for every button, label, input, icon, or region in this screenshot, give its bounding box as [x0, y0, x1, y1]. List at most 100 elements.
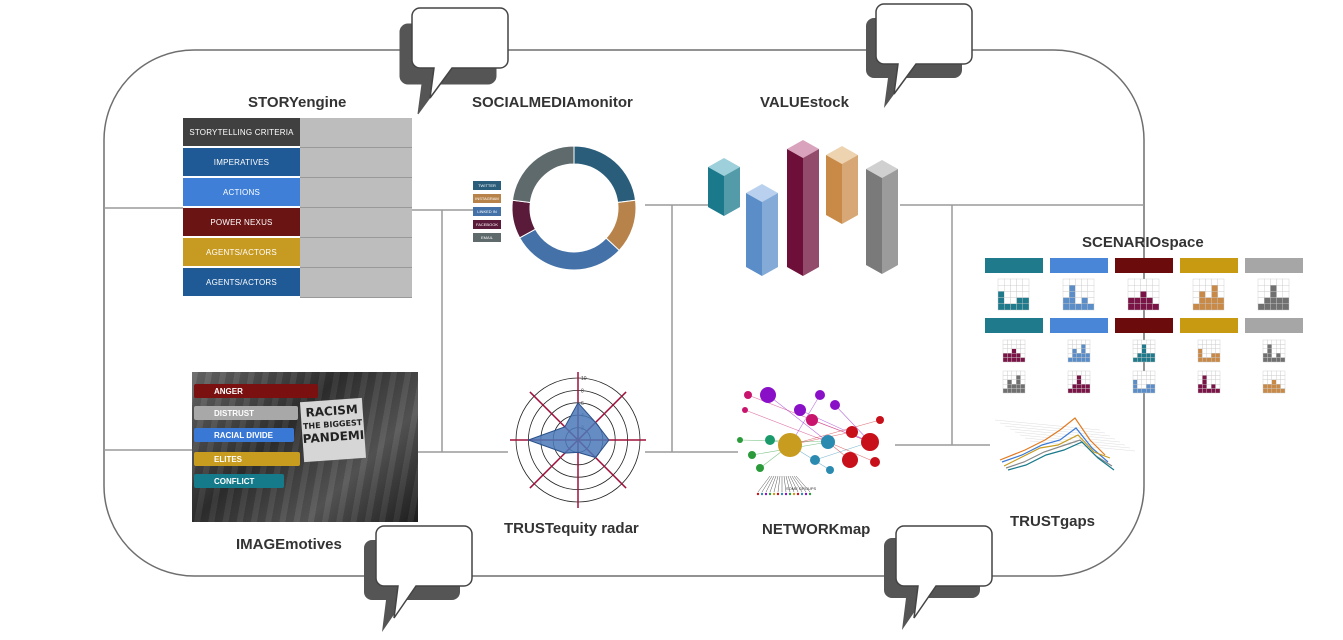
- radar-tick-label: 8: [581, 388, 584, 394]
- scenario-icon-cell: [1141, 384, 1147, 389]
- scenario-icon-cell: [1145, 379, 1151, 385]
- scenario-icon-cell: [1275, 348, 1281, 354]
- scenario-icon-cell: [1132, 388, 1138, 394]
- scenario-icon-cell: [1146, 278, 1153, 286]
- scenario-header-bar: [1180, 258, 1238, 273]
- scenario-icon-cell: [1062, 285, 1070, 292]
- scenario-icon-cell: [1217, 285, 1225, 292]
- scenario-icon-cell: [1067, 353, 1073, 358]
- scenario-icon-cell: [1197, 357, 1203, 363]
- scenario-icon-cell: [1016, 357, 1021, 363]
- scenario-icon-cell: [1262, 348, 1268, 354]
- scenario-icon-cell: [1141, 357, 1147, 363]
- scenario-icon-cell: [1076, 353, 1082, 358]
- network-legend-dot: [796, 492, 800, 496]
- scenario-icon-cell: [1146, 291, 1153, 298]
- scenario-icon-cell: [1263, 285, 1271, 292]
- scenario-icon-cell: [1081, 297, 1088, 305]
- scenario-icon-cell: [1197, 379, 1203, 385]
- scenario-icon-cell: [1127, 278, 1135, 286]
- scenario-icon-cell: [1076, 375, 1082, 380]
- network-legend-dot: [784, 492, 788, 496]
- scenario-icon-cell: [1016, 353, 1021, 358]
- social-media-donut-chart: [511, 145, 637, 271]
- scenario-icon-cell: [1262, 370, 1268, 376]
- scenario-icon-cell: [997, 285, 1005, 292]
- scenario-icon-cell: [1145, 388, 1151, 394]
- scenario-icon-cell: [1206, 357, 1212, 363]
- network-node: [861, 433, 879, 451]
- scenario-icon-cell: [1202, 384, 1208, 389]
- scenario-icon-cell: [1271, 348, 1277, 354]
- scenario-icon-cell: [1276, 303, 1283, 311]
- scenario-icon-cell: [1020, 375, 1026, 380]
- scenario-icon-cell: [1271, 384, 1277, 389]
- scenario-icon-cell: [1257, 278, 1265, 286]
- scenario-icon-cell: [1206, 388, 1212, 394]
- scenario-icon-cell: [997, 291, 1005, 298]
- scenario-header-bar: [1245, 318, 1303, 333]
- scenario-header-bar: [985, 258, 1043, 273]
- scenario-icon-cell: [1282, 278, 1290, 286]
- connector-lines: [104, 204, 1144, 453]
- story-row-value-cell: [300, 208, 412, 238]
- social-legend-item: TWITTER: [473, 181, 501, 190]
- scenario-icon-cell: [1280, 357, 1286, 363]
- scenario-icon-cell: [1270, 285, 1277, 292]
- scenario-icon-cell: [1211, 297, 1218, 305]
- scenario-icon-cell: [1192, 303, 1200, 311]
- scenario-icon-cell: [1007, 339, 1013, 345]
- scenario-icon-cell: [1141, 379, 1147, 385]
- scenario-icon-cell: [1198, 285, 1206, 292]
- scenario-icon-cell: [1067, 348, 1073, 354]
- scenario-icon-cell: [1062, 278, 1070, 286]
- scenario-icon-cell: [1202, 370, 1208, 376]
- network-legend-line: [789, 475, 799, 493]
- network-node: [778, 433, 802, 457]
- scenario-icon-cell: [1192, 278, 1200, 286]
- scenario-icon-cell: [1067, 388, 1073, 394]
- speech-bubble-icon: [411, 7, 509, 99]
- scenario-icon-cell: [1080, 348, 1086, 354]
- value-bar-left: [866, 169, 882, 274]
- scenario-icon-cell: [1275, 379, 1281, 385]
- value-bar-right: [842, 155, 858, 224]
- scenario-icon-cell: [1133, 291, 1141, 298]
- trust-gaps-chart: [994, 417, 1136, 471]
- scenario-icon-cell: [1270, 278, 1277, 286]
- scenario-icon-cell: [1280, 384, 1286, 389]
- scenario-icon-cell: [1263, 278, 1271, 286]
- network-node: [810, 455, 820, 465]
- scenario-icon-cell: [1072, 344, 1078, 349]
- scenario-icon-cell: [1150, 339, 1156, 345]
- scenario-icon-cell: [1150, 379, 1156, 385]
- scenario-icon-cell: [1067, 384, 1073, 389]
- network-legend-line: [783, 475, 787, 493]
- scenario-icon-cell: [1262, 388, 1268, 394]
- scenario-icon-cell: [1262, 375, 1268, 380]
- scenario-icon-cell: [1087, 303, 1095, 311]
- scenario-icon-cell: [1215, 348, 1221, 354]
- network-node: [846, 426, 858, 438]
- scenario-icon-cell: [1210, 344, 1216, 349]
- value-bar-right: [762, 193, 778, 276]
- scenario-icon-cell: [1197, 339, 1203, 345]
- scenario-icon-cell: [1202, 348, 1208, 354]
- scenario-icon-cell: [1076, 339, 1082, 345]
- scenario-icon-cell: [1067, 370, 1073, 376]
- story-row-label: ACTIONS: [183, 178, 300, 206]
- network-node: [737, 437, 743, 443]
- scenario-icon-cell: [1011, 388, 1017, 394]
- scenario-icon-cell: [1137, 370, 1143, 376]
- gaps-grid-line: [1029, 440, 1136, 452]
- scenario-icon-cell: [1067, 339, 1073, 345]
- scenario-icon-cell: [1198, 278, 1206, 286]
- network-edge: [789, 419, 881, 446]
- social-legend-item: EMAIL: [473, 233, 501, 242]
- scenario-icon-cell: [1145, 339, 1151, 345]
- scenario-icon-cell: [1271, 375, 1277, 380]
- trust-gaps-title: TRUSTgaps: [1010, 513, 1096, 530]
- scenario-icon-cell: [1002, 370, 1008, 376]
- scenario-icon-cell: [1145, 375, 1151, 380]
